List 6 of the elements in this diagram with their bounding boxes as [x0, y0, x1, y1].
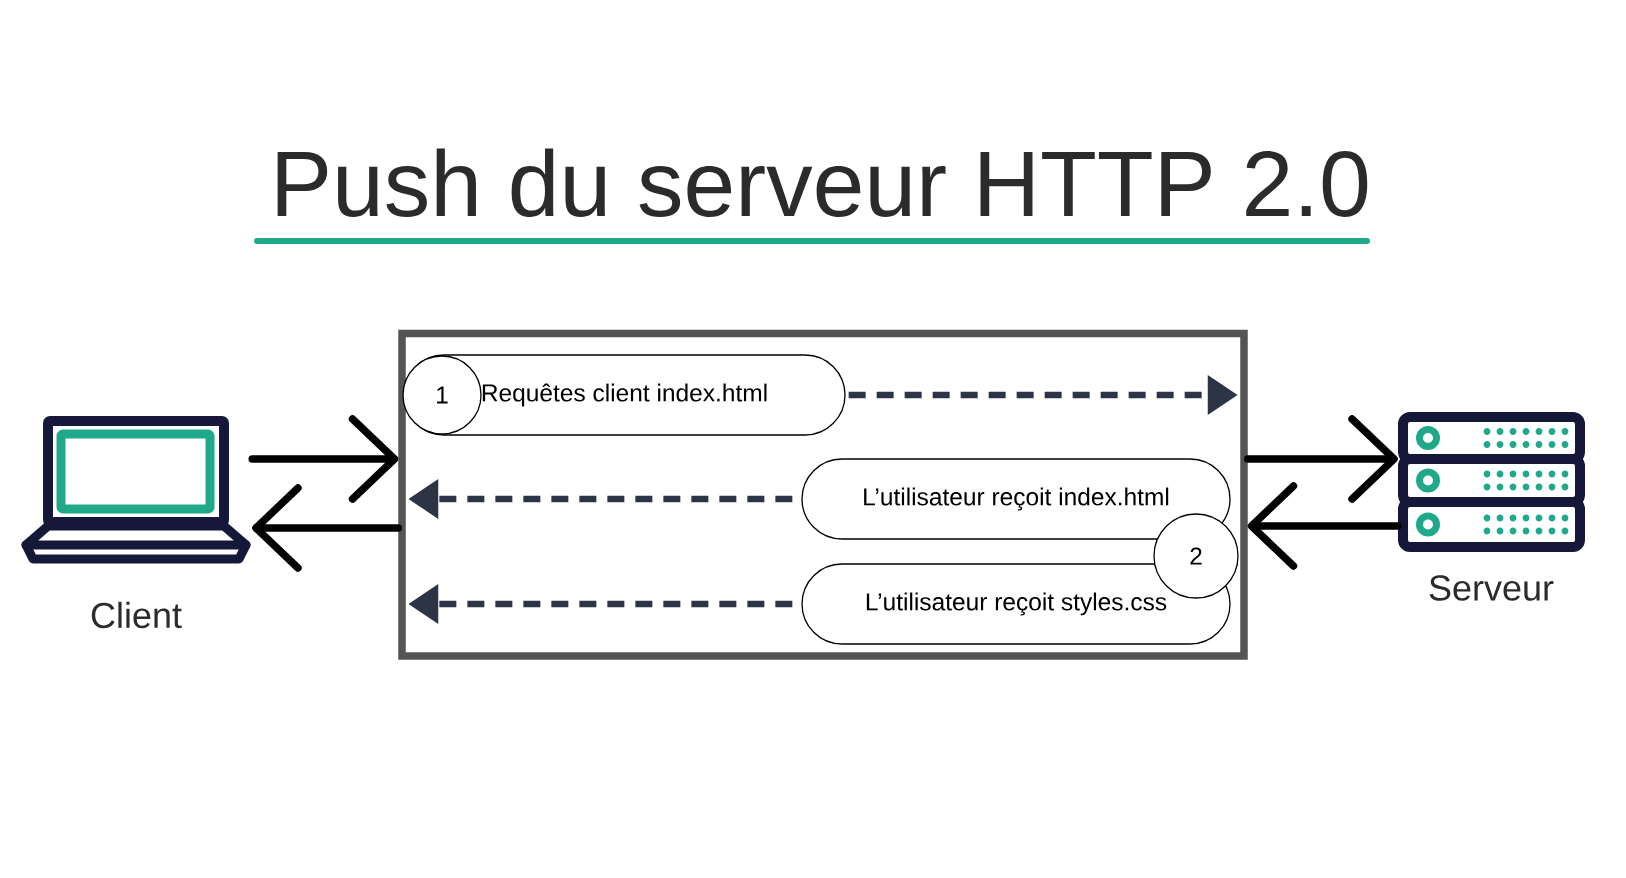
- server-icon: [1398, 412, 1585, 552]
- frame-box: [398, 329, 1248, 660]
- laptop-icon: [21, 416, 251, 564]
- node-label: Client: [91, 601, 182, 629]
- title: Push du serveur HTTP 2.0: [277, 148, 1368, 217]
- node-label: Serveur: [1429, 575, 1554, 601]
